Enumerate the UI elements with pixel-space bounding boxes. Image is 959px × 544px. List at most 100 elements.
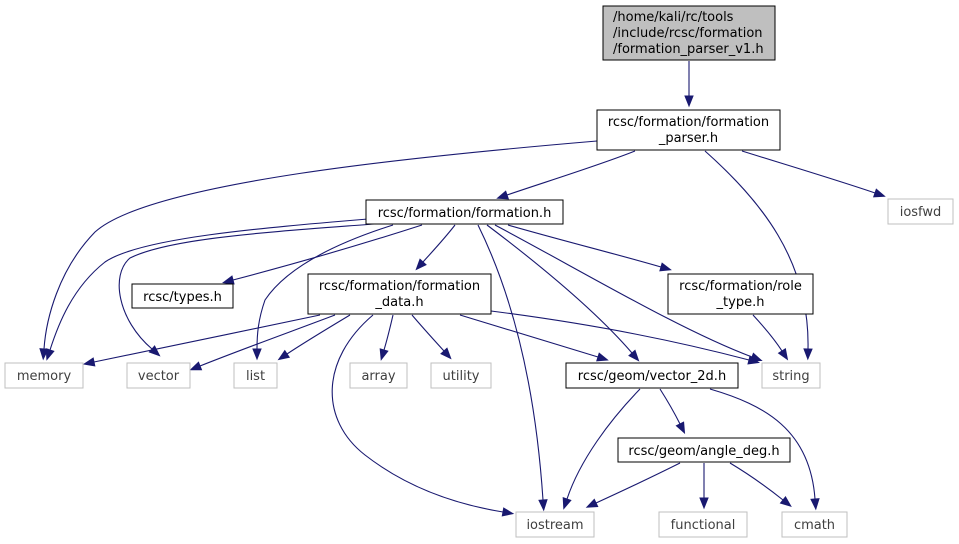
arrowhead [82, 357, 96, 367]
edge-line [741, 150, 876, 194]
edge-line [659, 388, 681, 425]
arrowhead [277, 349, 291, 361]
node-label-line: functional [671, 518, 736, 533]
arrowhead [538, 499, 548, 512]
arrowhead [747, 355, 760, 365]
edge-formation-to-types [222, 224, 423, 285]
arrowhead [379, 348, 389, 361]
edge-line [595, 462, 681, 504]
node-cmath[interactable]: cmath [781, 511, 848, 538]
edge-line [256, 224, 394, 350]
edge-formation-parser-to-iosfwd [741, 150, 886, 198]
arrowhead [699, 497, 709, 510]
node-list[interactable]: list [233, 362, 278, 389]
node-label-line: list [246, 369, 265, 384]
arrowhead [872, 188, 886, 198]
arrowhead [562, 496, 572, 510]
edge-formation-parser-to-formation [496, 150, 636, 200]
node-label-line: array [361, 369, 395, 384]
node-label-line: rcsc/formation/role [679, 279, 802, 294]
edge-line [507, 224, 662, 268]
node-label-line: /formation_parser_v1.h [613, 42, 764, 57]
edge-formation-data-to-utility [411, 314, 452, 360]
edge-line [506, 150, 636, 196]
node-label-line: _type.h [716, 295, 765, 310]
node-label-line: /home/kali/rc/tools [613, 10, 734, 25]
edge-line [566, 388, 641, 500]
edge-angle-deg-to-iostream [585, 462, 681, 508]
edge-formation-parser-to-string [704, 150, 813, 361]
node-string[interactable]: string [761, 362, 821, 389]
edge-formation-to-role-type [507, 224, 672, 272]
edge-line [383, 314, 394, 351]
arrowhead [684, 95, 694, 108]
arrowhead [585, 498, 599, 508]
node-label-line: rcsc/formation/formation [608, 115, 769, 130]
edge-line [729, 462, 784, 501]
node-label-line: memory [17, 369, 72, 384]
node-array[interactable]: array [349, 362, 408, 389]
edge-angle-deg-to-functional [699, 463, 709, 510]
edge-line [118, 223, 375, 350]
arrowhead [148, 345, 161, 357]
edge-line [422, 224, 456, 263]
edge-line [459, 314, 599, 358]
arrowhead [810, 498, 820, 511]
node-formation-parser[interactable]: rcsc/formation/formation _parser.h [596, 109, 781, 151]
node-formation[interactable]: rcsc/formation/formation.h [365, 199, 564, 225]
node-label-line: rcsc/types.h [143, 290, 222, 305]
edge-role-type-to-string [752, 314, 789, 361]
node-label-line: rcsc/formation/formation [319, 279, 480, 294]
node-label-line: vector [138, 369, 180, 384]
edge-formation-to-memory [45, 218, 369, 361]
node-label-line: utility [443, 369, 480, 384]
node-root-file[interactable]: /home/kali/rc/tools /include/rcsc/format… [602, 5, 776, 61]
node-functional[interactable]: functional [658, 511, 748, 538]
node-utility[interactable]: utility [430, 362, 492, 389]
edge-formation-data-to-vector-2d [459, 314, 609, 362]
edge-vector-2d-to-angle-deg [659, 388, 686, 435]
node-memory[interactable]: memory [4, 362, 84, 389]
node-label-line: rcsc/geom/angle_deg.h [628, 444, 779, 459]
node-formation-data[interactable]: rcsc/formation/formation _data.h [307, 273, 492, 315]
edge-line [93, 314, 321, 363]
arrowhead [675, 421, 686, 435]
edge-angle-deg-to-cmath [729, 462, 792, 508]
arrowhead [659, 262, 672, 272]
edge-vector-2d-to-cmath [709, 388, 820, 511]
edges-layer [39, 61, 886, 517]
arrowhead [803, 348, 813, 361]
arrowhead [252, 348, 262, 361]
node-vector[interactable]: vector [126, 362, 191, 389]
arrowhead [440, 347, 452, 360]
node-label-line: /include/rcsc/formation [613, 26, 763, 41]
node-label-line: rcsc/formation/formation.h [378, 206, 552, 221]
node-label-line: iostream [526, 518, 583, 533]
edge-line [411, 314, 445, 352]
node-iostream[interactable]: iostream [515, 511, 595, 538]
edge-formation-to-formation-data [415, 224, 456, 271]
node-angle-deg[interactable]: rcsc/geom/angle_deg.h [617, 437, 791, 463]
arrowhead [779, 496, 792, 508]
edge-line [709, 388, 816, 500]
edge-line [286, 314, 351, 355]
arrowhead [628, 349, 640, 362]
edge-line [199, 314, 336, 367]
node-iosfwd[interactable]: iosfwd [887, 198, 954, 225]
node-role-type[interactable]: rcsc/formation/role _type.h [667, 273, 814, 315]
node-vector-2d[interactable]: rcsc/geom/vector_2d.h [565, 362, 739, 389]
node-label-line: rcsc/geom/vector_2d.h [578, 369, 726, 384]
edge-root-to-formation-parser [684, 61, 694, 108]
node-label-line: string [772, 369, 809, 384]
edge-line [486, 224, 633, 354]
edge-formation-data-to-list [277, 314, 351, 361]
edge-line [49, 218, 369, 351]
edge-formation-to-vector-2d [486, 224, 640, 362]
arrowhead [415, 258, 427, 271]
edge-formation-parser-to-memory [39, 140, 598, 361]
arrowhead [496, 190, 510, 200]
edge-line [704, 150, 809, 350]
node-label-line: _parser.h [658, 131, 718, 146]
node-types[interactable]: rcsc/types.h [131, 283, 234, 309]
